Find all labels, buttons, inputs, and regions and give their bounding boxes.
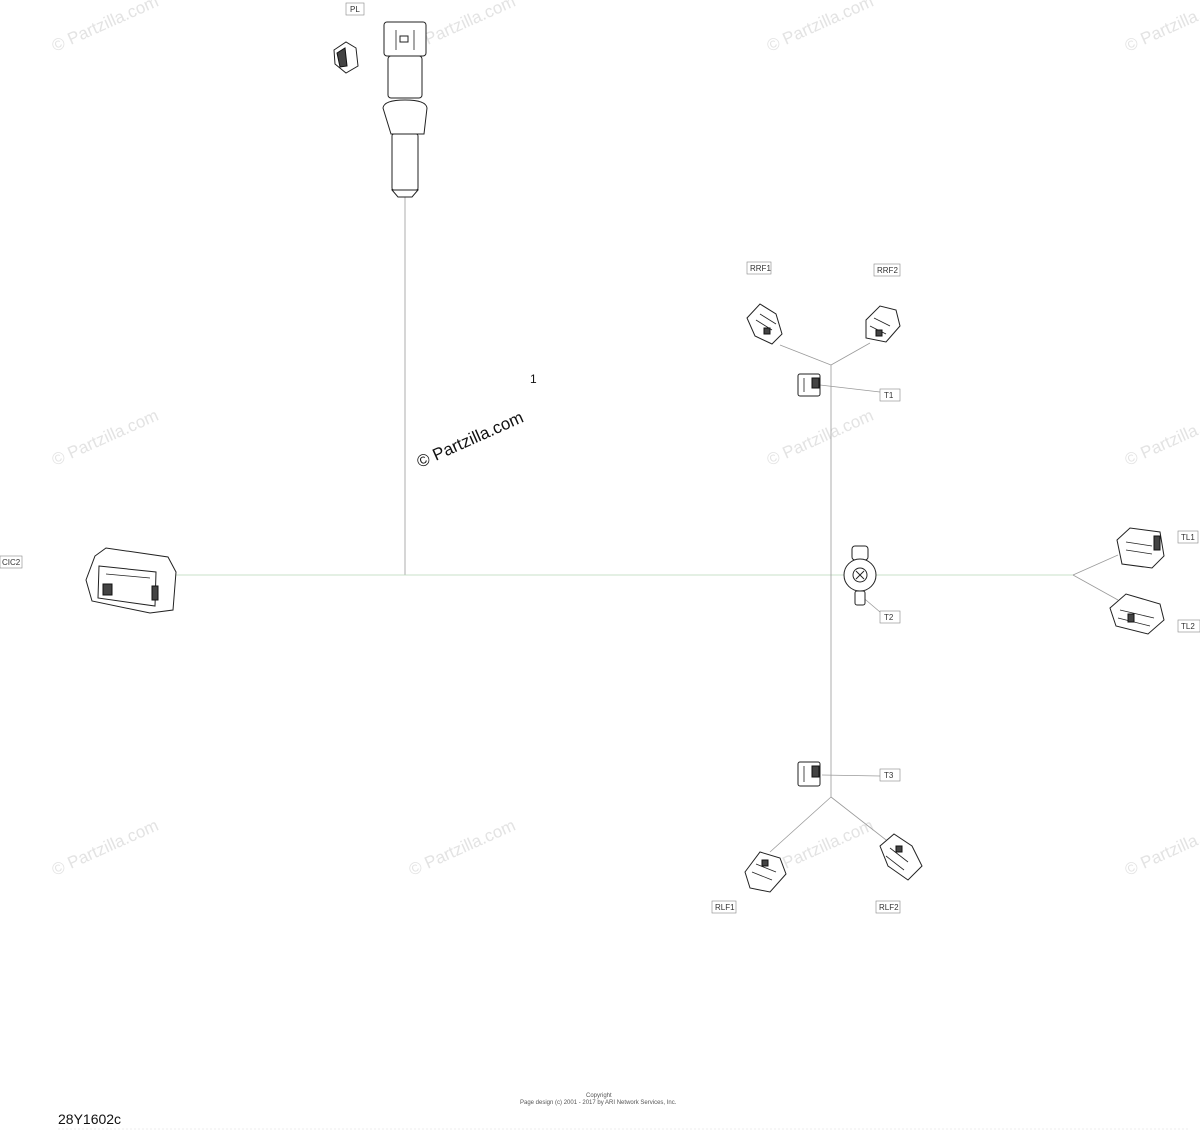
rrf1-connector[interactable]	[746, 303, 783, 345]
connector-label-t3: T3	[879, 768, 901, 782]
svg-text:PL: PL	[350, 5, 360, 14]
svg-text:RRF1: RRF1	[750, 264, 771, 273]
svg-text:TL2: TL2	[1181, 622, 1195, 631]
copyright-line-2: Page design (c) 2001 - 2017 by ARI Netwo…	[520, 1100, 677, 1106]
diagram-code: 28Y1602c	[58, 1111, 121, 1127]
svg-text:T1: T1	[884, 391, 894, 400]
connector-label-rrf2: RRF2	[873, 263, 901, 277]
connector-label-t1: T1	[879, 388, 901, 402]
svg-text:RLF1: RLF1	[715, 903, 735, 912]
connector-label-tl1: TL1	[1177, 530, 1199, 544]
wire-rlf1-branch	[769, 796, 832, 853]
connector-label-rlf1: RLF1	[711, 900, 737, 914]
t2-connector[interactable]	[843, 545, 877, 606]
svg-text:CIC2: CIC2	[2, 558, 21, 567]
svg-text:T2: T2	[884, 613, 894, 622]
connector-label-rrf1: RRF1	[746, 261, 771, 275]
tl1-connector[interactable]	[1116, 527, 1165, 569]
wire-rrf2-branch	[830, 342, 871, 366]
wire-rrf1-branch	[779, 344, 832, 366]
svg-text:T3: T3	[884, 771, 894, 780]
rlf1-connector[interactable]	[744, 851, 787, 893]
connector-label-pl: PL	[345, 2, 365, 16]
watermark: © Partzilla.com	[49, 406, 161, 470]
cic2-connector[interactable]	[85, 547, 177, 614]
watermark: © Partzilla.com	[1122, 0, 1200, 56]
wire-t3-branch	[821, 774, 881, 777]
pl-connector[interactable]	[333, 21, 428, 198]
tl2-connector[interactable]	[1109, 593, 1165, 635]
watermark: © Partzilla.com	[764, 406, 876, 470]
t3-connector[interactable]	[797, 761, 821, 787]
wire-rlf2-branch	[830, 796, 891, 844]
rrf2-connector[interactable]	[865, 305, 901, 343]
rlf2-connector[interactable]	[879, 833, 923, 881]
watermark: © Partzilla.com	[49, 816, 161, 880]
t1-connector[interactable]	[797, 373, 821, 397]
wire-tl1-branch	[1072, 554, 1119, 576]
watermark-center: © Partzilla.com	[414, 408, 526, 472]
svg-text:RRF2: RRF2	[877, 266, 898, 275]
copyright-line-1: Copyright	[586, 1093, 612, 1099]
wire-t1-branch	[819, 384, 881, 393]
svg-text:TL1: TL1	[1181, 533, 1195, 542]
harness-wires	[175, 196, 1119, 853]
svg-text:RLF2: RLF2	[879, 903, 899, 912]
watermark: © Partzilla.com	[406, 816, 518, 880]
watermark: © Partzilla.com	[49, 0, 161, 56]
watermark: © Partzilla.com	[764, 0, 876, 56]
watermark: © Partzilla.com	[1122, 406, 1200, 470]
wire-tl2-branch	[1072, 574, 1119, 601]
connector-label-tl2: TL2	[1177, 619, 1200, 633]
watermark-layer: © Partzilla.com © Partzilla.com © Partzi…	[49, 0, 1200, 880]
connector-label-cic2: CIC2	[0, 555, 23, 569]
watermark: © Partzilla.com	[1122, 816, 1200, 880]
callout-number: 1	[530, 372, 537, 386]
connector-label-rlf2: RLF2	[875, 900, 901, 914]
connector-label-t2: T2	[879, 610, 901, 624]
